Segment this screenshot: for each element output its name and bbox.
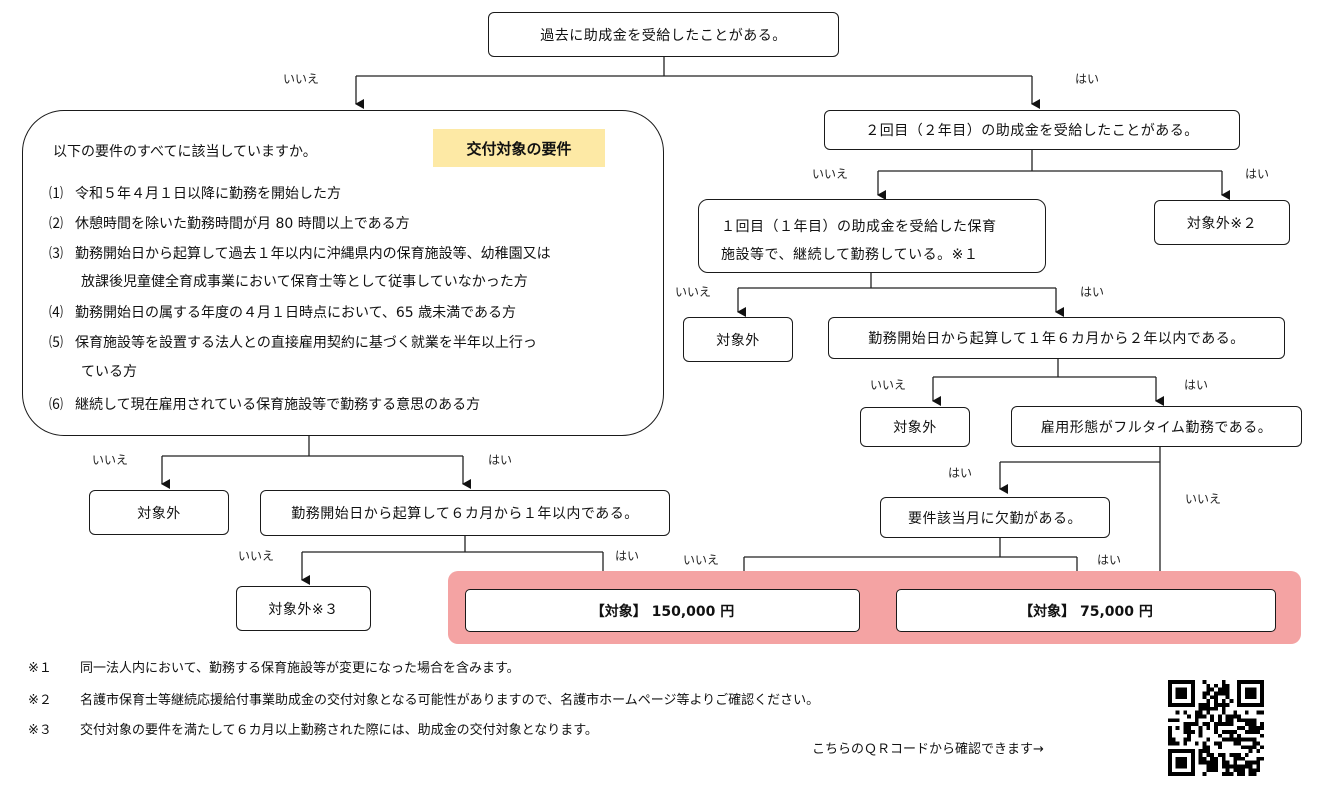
requirement-item: ⑸保育施設等を設置する法人との直接雇用契約に基づく就業を半年以上行っ xyxy=(49,335,537,351)
label-no-absence: いいえ xyxy=(683,553,720,567)
not-eligible-box-right-a: 対象外 xyxy=(683,317,793,362)
requirements-title: 交付対象の要件 xyxy=(433,129,605,167)
requirement-item-continuation: 放課後児童健全育成事業において保育士等として従事していなかった方 xyxy=(81,274,528,290)
label-no-top: いいえ xyxy=(283,72,320,86)
label-no-1st: いいえ xyxy=(675,285,712,299)
label-yes-absence: はい xyxy=(1097,553,1122,567)
label-yes-18m: はい xyxy=(1184,378,1209,392)
label-yes-2nd: はい xyxy=(1245,167,1270,181)
six-month-question-box: 勤務開始日から起算して６カ月から１年以内である。 xyxy=(260,490,670,536)
label-yes-6m: はい xyxy=(615,549,640,563)
qr-caption: こちらのＱＲコードから確認できます→ xyxy=(812,742,1044,757)
qr-code-icon[interactable] xyxy=(1168,680,1264,776)
eighteen-month-question-box: 勤務開始日から起算して１年６カ月から２年以内である。 xyxy=(828,317,1285,359)
label-yes-1st: はい xyxy=(1080,285,1105,299)
not-eligible-note2-box: 対象外※２ xyxy=(1154,200,1290,245)
label-no-6m: いいえ xyxy=(238,549,275,563)
label-yes-fulltime: はい xyxy=(948,466,973,480)
label-yes-top: はい xyxy=(1075,72,1100,86)
requirement-item: ⑹継続して現在雇用されている保育施設等で勤務する意思のある方 xyxy=(49,397,481,413)
start-question: 過去に助成金を受給したことがある。 xyxy=(540,27,787,44)
not-eligible-box-left: 対象外 xyxy=(89,490,229,535)
requirement-item: ⑵休憩時間を除いた勤務時間が月 80 時間以上である方 xyxy=(49,216,410,232)
label-yes-requirements: はい xyxy=(488,453,513,467)
label-no-requirements: いいえ xyxy=(92,453,129,467)
requirement-item-continuation: ている方 xyxy=(81,364,137,380)
requirements-question: 以下の要件のすべてに該当していますか。 xyxy=(53,144,317,160)
requirement-item: ⑶勤務開始日から起算して過去１年以内に沖縄県内の保育施設等、幼稚園又は xyxy=(49,246,551,262)
not-eligible-note3-box: 対象外※３ xyxy=(236,586,371,631)
requirements-box: 以下の要件のすべてに該当していますか。 交付対象の要件 ⑴令和５年４月１日以降に… xyxy=(22,110,664,436)
second-grant-question-box: ２回目（２年目）の助成金を受給したことがある。 xyxy=(824,110,1240,150)
label-no-fulltime: いいえ xyxy=(1185,492,1222,506)
not-eligible-box-right-b: 対象外 xyxy=(860,407,970,447)
result-75000-box: 【対象】 75,000 円 xyxy=(896,589,1276,632)
label-no-2nd: いいえ xyxy=(812,167,849,181)
requirement-item: ⑴令和５年４月１日以降に勤務を開始した方 xyxy=(49,186,341,202)
label-no-18m: いいえ xyxy=(870,378,907,392)
first-grant-question-box: １回目（１年目）の助成金を受給した保育 施設等で、継続して勤務している。※１ xyxy=(698,199,1046,273)
requirement-item: ⑷勤務開始日の属する年度の４月１日時点において、65 歳未満である方 xyxy=(49,305,517,321)
result-150000-box: 【対象】 150,000 円 xyxy=(465,589,860,632)
absence-question-box: 要件該当月に欠勤がある。 xyxy=(880,497,1110,538)
fulltime-question-box: 雇用形態がフルタイム勤務である。 xyxy=(1011,406,1302,447)
start-question-box: 過去に助成金を受給したことがある。 xyxy=(488,12,839,57)
